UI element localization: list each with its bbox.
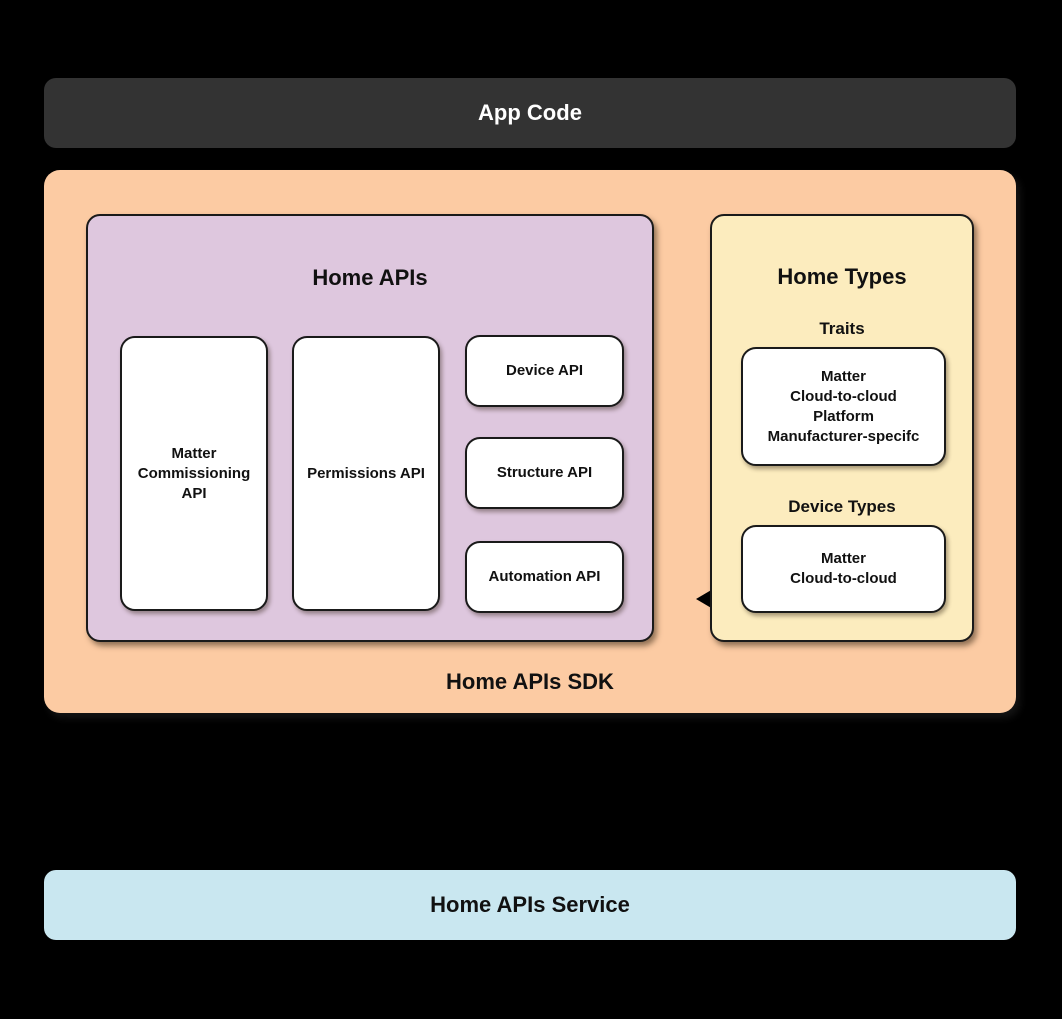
device-types-item: Cloud-to-cloud <box>790 570 897 587</box>
automation-api-card: Automation API <box>465 541 624 613</box>
home-apis-service-label: Home APIs Service <box>430 892 630 917</box>
automation-api-label: Automation API <box>488 568 601 585</box>
home-types-title: Home Types <box>777 264 907 289</box>
home-apis-sdk-block: Home APIs Matter Commissioning API Permi… <box>44 170 1016 713</box>
traits-item: Cloud-to-cloud <box>790 387 897 405</box>
device-api-card: Device API <box>465 335 624 407</box>
home-apis-title: Home APIs <box>312 265 428 290</box>
structure-api-label: Structure API <box>496 464 593 481</box>
app-code-label: App Code <box>478 100 582 125</box>
device-types-label: Device Types <box>788 497 896 516</box>
matter-commissioning-api-label: Matter Commissioning API <box>137 444 251 502</box>
traits-card: Matter Cloud-to-cloud Platform Manufactu… <box>741 347 946 466</box>
home-types-panel: Home Types Traits Matter Cloud-to-cloud … <box>710 214 974 642</box>
matter-commissioning-api-card: Matter Commissioning API <box>120 336 268 611</box>
traits-item: Manufacturer-specifc <box>767 427 920 445</box>
traits-label: Traits <box>819 319 865 338</box>
device-types-card: Matter Cloud-to-cloud <box>741 525 946 613</box>
app-code-block: App Code <box>44 78 1016 148</box>
home-apis-panel: Home APIs Matter Commissioning API Permi… <box>86 214 654 642</box>
device-api-label: Device API <box>506 362 583 379</box>
home-apis-sdk-label: Home APIs SDK <box>446 669 614 694</box>
structure-api-card: Structure API <box>465 437 624 509</box>
permissions-api-label: Permissions API <box>307 464 425 482</box>
home-apis-service-block: Home APIs Service <box>44 870 1016 940</box>
traits-item: Matter <box>820 367 866 385</box>
permissions-api-card: Permissions API <box>292 336 440 611</box>
device-types-item: Matter <box>820 550 866 567</box>
traits-item: Platform <box>813 407 874 425</box>
